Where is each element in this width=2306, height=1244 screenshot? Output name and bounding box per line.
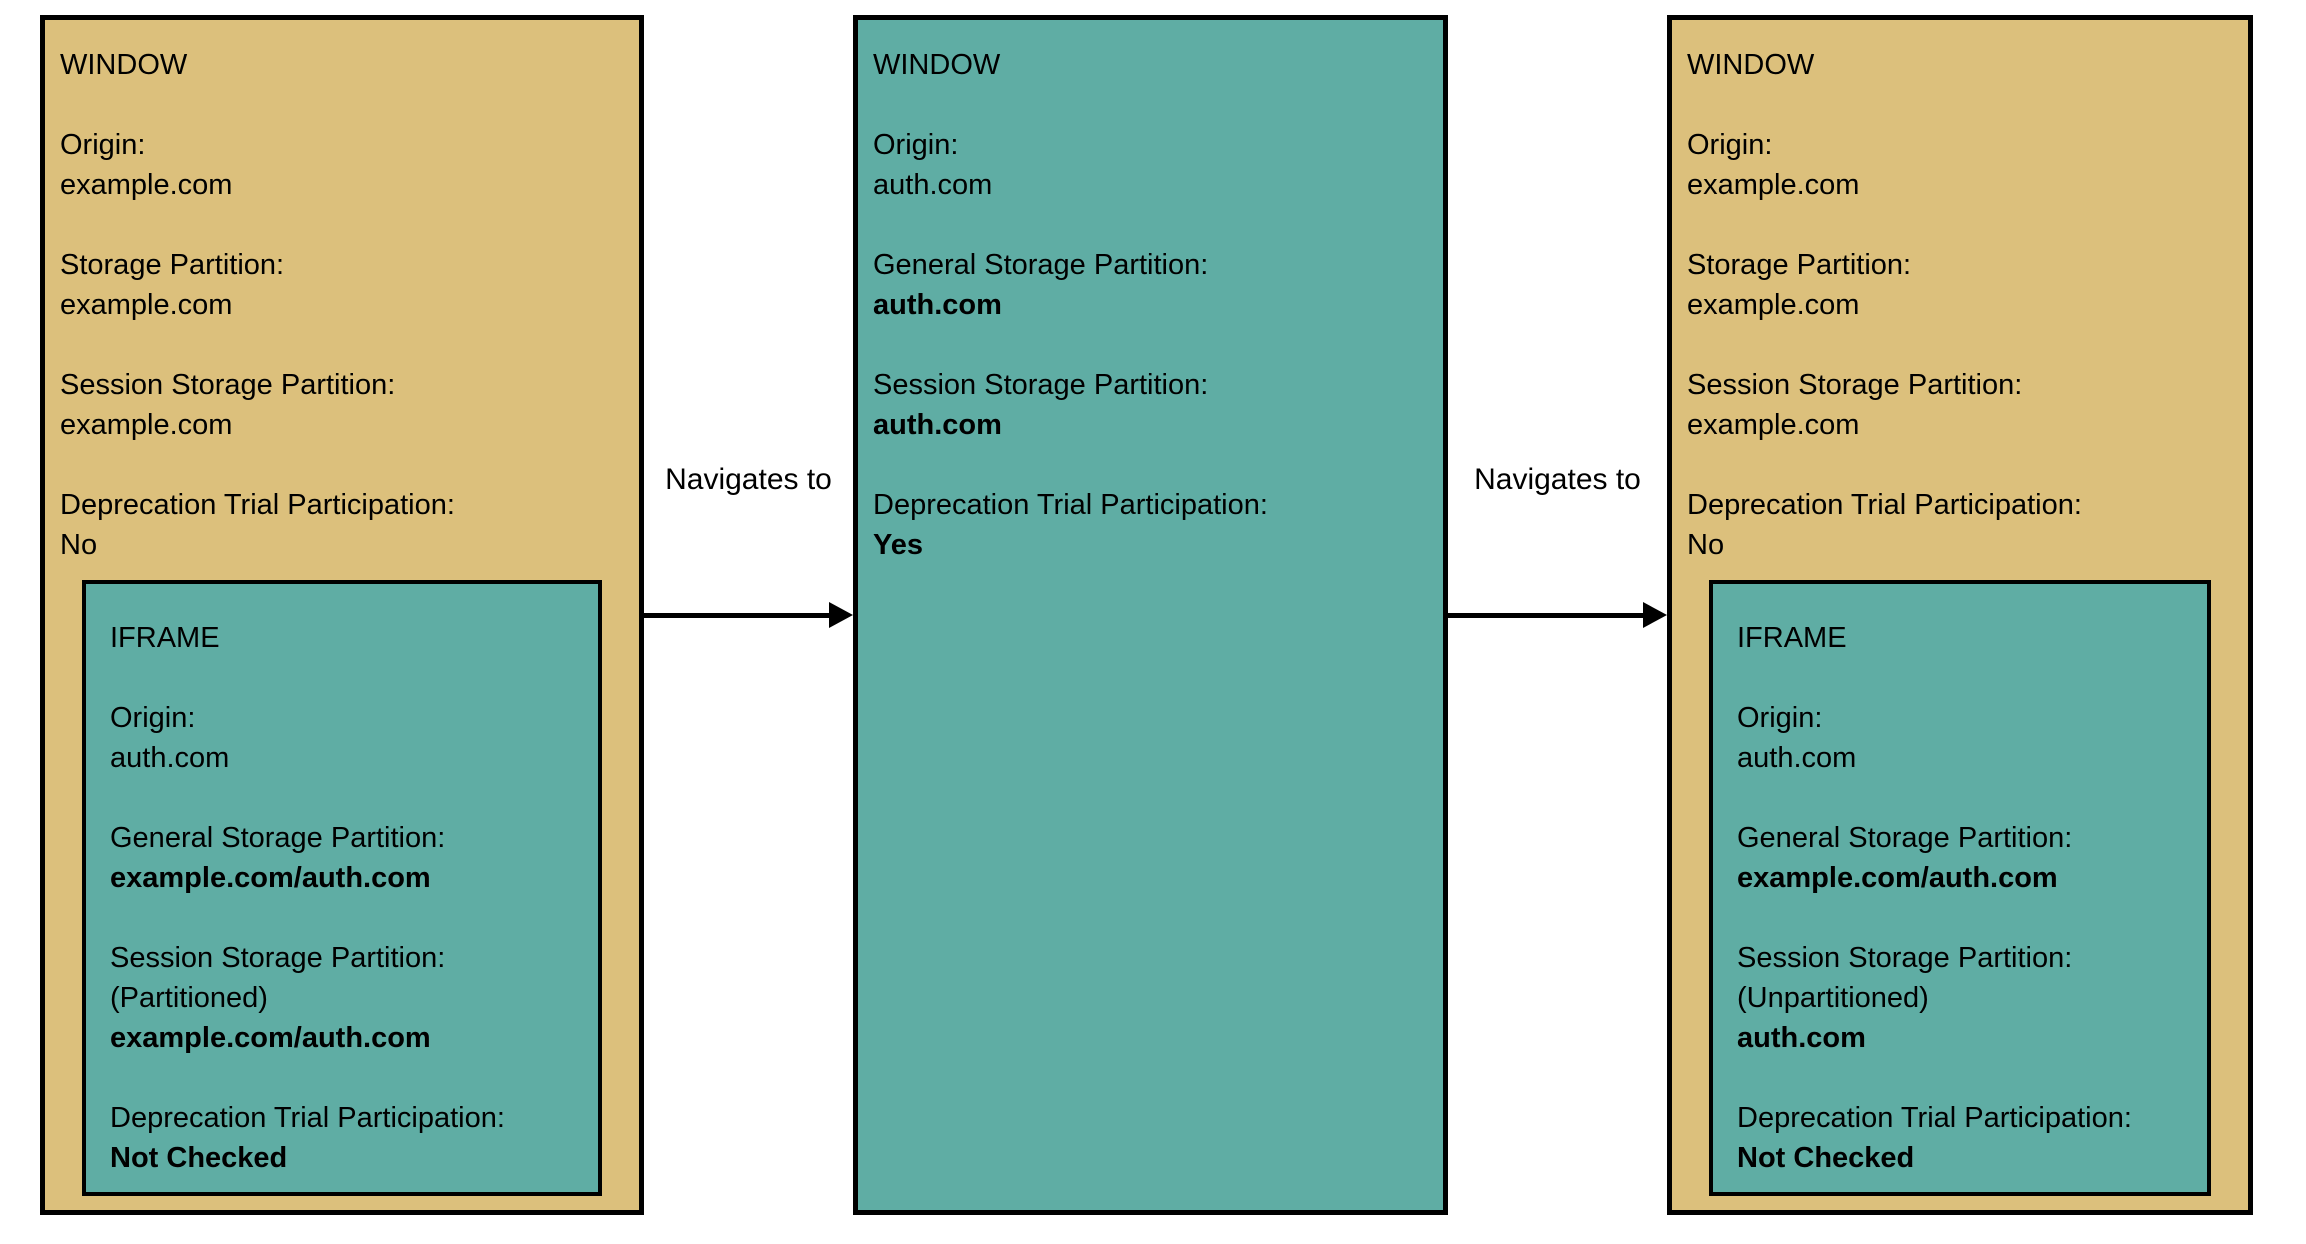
field-label: Session Storage Partition: [1687, 369, 2023, 401]
field-deprecation-trial: Deprecation Trial Participation: No [1687, 485, 2228, 565]
field-value: example.com [1687, 409, 1860, 441]
field-origin: Origin: auth.com [110, 698, 582, 778]
field-value: example.com [1687, 289, 1860, 321]
field-value: example.com [60, 409, 233, 441]
arrow-head-icon [1643, 602, 1667, 628]
field-label: Session Storage Partition: [1737, 942, 2073, 974]
field-storage-partition: Storage Partition: example.com [60, 245, 619, 325]
field-origin: Origin: auth.com [1737, 698, 2191, 778]
field-session-storage-partition: Session Storage Partition: auth.com [873, 365, 1423, 445]
arrow-head-icon [829, 602, 853, 628]
field-label: General Storage Partition: [1737, 822, 2073, 854]
iframe-title: IFRAME [110, 622, 220, 654]
field-general-storage-partition: General Storage Partition: example.com/a… [110, 818, 582, 898]
field-origin: Origin: example.com [60, 125, 619, 205]
field-note: (Partitioned) [110, 982, 268, 1014]
field-label: Deprecation Trial Participation: [110, 1102, 505, 1134]
field-value: example.com [60, 169, 233, 201]
field-deprecation-trial: Deprecation Trial Participation: No [60, 485, 619, 565]
field-value: example.com/auth.com [1737, 862, 2058, 894]
field-label: Deprecation Trial Participation: [1687, 489, 2082, 521]
field-label: Storage Partition: [60, 249, 285, 281]
field-label: Session Storage Partition: [60, 369, 396, 401]
field-label: General Storage Partition: [110, 822, 446, 854]
field-deprecation-trial: Deprecation Trial Participation: Not Che… [110, 1098, 582, 1178]
field-value: auth.com [873, 289, 1002, 321]
field-origin: Origin: auth.com [873, 125, 1423, 205]
field-deprecation-trial: Deprecation Trial Participation: Yes [873, 485, 1423, 565]
field-label: General Storage Partition: [873, 249, 1209, 281]
field-value: Not Checked [1737, 1142, 1915, 1174]
field-origin: Origin: example.com [1687, 125, 2228, 205]
field-value: auth.com [1737, 1022, 1866, 1054]
field-label: Session Storage Partition: [873, 369, 1209, 401]
field-value: No [60, 529, 98, 561]
field-session-storage-partition: Session Storage Partition: example.com [60, 365, 619, 445]
field-value: Yes [873, 529, 923, 561]
arrow-line [1448, 613, 1645, 618]
field-label: Deprecation Trial Participation: [60, 489, 455, 521]
field-label: Storage Partition: [1687, 249, 1912, 281]
field-value: example.com [1687, 169, 1860, 201]
field-session-storage-partition: Session Storage Partition: (Partitioned)… [110, 938, 582, 1058]
window-title: WINDOW [60, 49, 188, 81]
field-label: Origin: [1737, 702, 1823, 734]
field-general-storage-partition: General Storage Partition: example.com/a… [1737, 818, 2191, 898]
field-label: Origin: [1687, 129, 1773, 161]
field-value: auth.com [1737, 742, 1857, 774]
field-value: auth.com [873, 169, 993, 201]
field-value: Not Checked [110, 1142, 288, 1174]
field-value: example.com/auth.com [110, 1022, 431, 1054]
window-title: WINDOW [873, 49, 1001, 81]
iframe-title: IFRAME [1737, 622, 1847, 654]
navigates-to-label: Navigates to [665, 463, 832, 496]
field-value: example.com [60, 289, 233, 321]
field-session-storage-partition: Session Storage Partition: example.com [1687, 365, 2228, 445]
field-label: Session Storage Partition: [110, 942, 446, 974]
field-label: Deprecation Trial Participation: [1737, 1102, 2132, 1134]
field-session-storage-partition: Session Storage Partition: (Unpartitione… [1737, 938, 2191, 1058]
window-title: WINDOW [1687, 49, 1815, 81]
field-value: No [1687, 529, 1725, 561]
field-storage-partition: Storage Partition: example.com [1687, 245, 2228, 325]
navigates-to-label: Navigates to [1474, 463, 1641, 496]
window-box-1: WINDOW Origin: example.com Storage Parti… [40, 15, 644, 1215]
iframe-box-3: IFRAME Origin: auth.com General Storage … [1709, 580, 2211, 1196]
field-deprecation-trial: Deprecation Trial Participation: Not Che… [1737, 1098, 2191, 1178]
window-box-2: WINDOW Origin: auth.com General Storage … [853, 15, 1448, 1215]
field-value: auth.com [110, 742, 230, 774]
iframe-box-1: IFRAME Origin: auth.com General Storage … [82, 580, 602, 1196]
window-box-3: WINDOW Origin: example.com Storage Parti… [1667, 15, 2253, 1215]
field-general-storage-partition: General Storage Partition: auth.com [873, 245, 1423, 325]
field-label: Deprecation Trial Participation: [873, 489, 1268, 521]
field-label: Origin: [110, 702, 196, 734]
arrow-line [644, 613, 831, 618]
field-value: example.com/auth.com [110, 862, 431, 894]
field-note: (Unpartitioned) [1737, 982, 1929, 1014]
field-value: auth.com [873, 409, 1002, 441]
field-label: Origin: [873, 129, 959, 161]
field-label: Origin: [60, 129, 146, 161]
